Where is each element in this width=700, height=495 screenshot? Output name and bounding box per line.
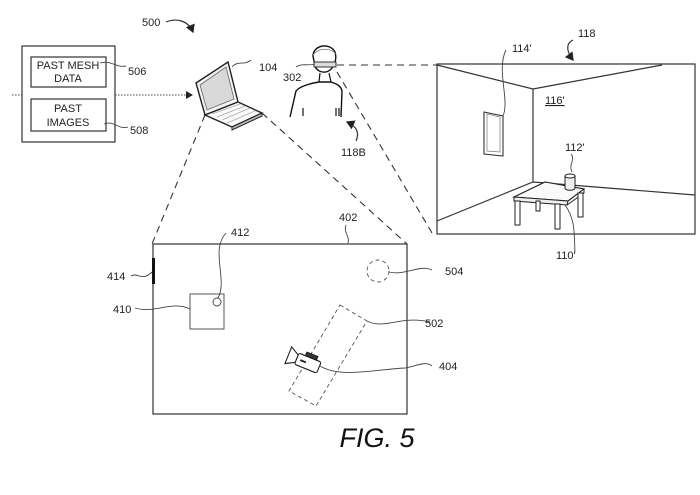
ref-104-leader [231,59,252,68]
figure-caption: FIG. 5 [339,423,415,453]
ref-402: 402 [339,212,357,224]
ref-412: 412 [231,227,249,239]
ref-302-leader [295,63,316,68]
user-with-headset-icon [289,45,343,118]
ref-110: 110' [556,250,576,262]
ref-112: 112' [565,142,585,154]
ref-504: 504 [445,266,463,278]
past-mesh-data-label-2: DATA [54,73,82,85]
system-reference: 500 [142,17,195,34]
ref-118B: 118B [341,147,366,159]
ref-410: 410 [113,304,131,316]
cup-icon [564,173,576,191]
laptop-icon [195,60,264,131]
ref-402-leader [344,224,349,244]
headset-icon [313,61,337,68]
ref-506: 506 [128,66,146,78]
ref-114: 114' [512,43,532,55]
ref-118: 118 [578,28,596,40]
ref-118-arrow [564,39,574,61]
window-icon [483,111,504,157]
ref-500: 500 [142,17,160,29]
ref-502-leader [366,319,431,325]
ref-508: 508 [130,125,148,137]
room-ceiling-edges [436,64,663,90]
past-images-box [30,98,107,132]
room-frame [436,63,696,235]
laptop-view-line-right [261,112,408,245]
past-mesh-data-label-1: PAST MESH [37,60,100,72]
past-mesh-data-box [30,56,107,88]
ref-414-leader [130,271,153,278]
edge-marker [152,258,155,284]
ref-112-leader [570,153,574,173]
storage-group: PAST MESH DATA 506 PAST IMAGES 508 [21,45,148,143]
camera-icon [284,345,322,374]
ref-506-leader [99,61,127,67]
screen-frame [152,243,408,415]
ref-404: 404 [439,361,457,373]
room-view: 114' 116' 112' 110' [436,43,696,262]
screen-view: 402 414 410 412 504 502 404 [107,212,463,415]
laptop-view-line-left [151,114,206,245]
past-images-label-1: PAST [54,103,82,115]
room-floor-edges [436,181,696,222]
dashed-circle-marker [366,259,390,283]
ref-504-leader [388,267,433,274]
ref-116: 116' [545,95,565,107]
past-images-label-2: IMAGES [47,117,90,129]
ref-302: 302 [283,72,301,84]
ref-414: 414 [107,271,125,283]
storage-container [21,45,116,143]
ref-500-arrow [165,19,195,34]
ref-110-leader [564,204,576,253]
anchor-small-circle [212,297,222,307]
ref-410-leader [134,305,191,310]
ref-114-leader [501,49,507,117]
ref-412-leader [217,232,227,299]
anchor-square [189,293,225,330]
ref-118B-arrow [345,120,359,142]
ref-502: 502 [425,318,443,330]
ref-508-leader [103,122,129,129]
ref-104: 104 [259,62,277,74]
ref-404-leader [319,363,433,373]
